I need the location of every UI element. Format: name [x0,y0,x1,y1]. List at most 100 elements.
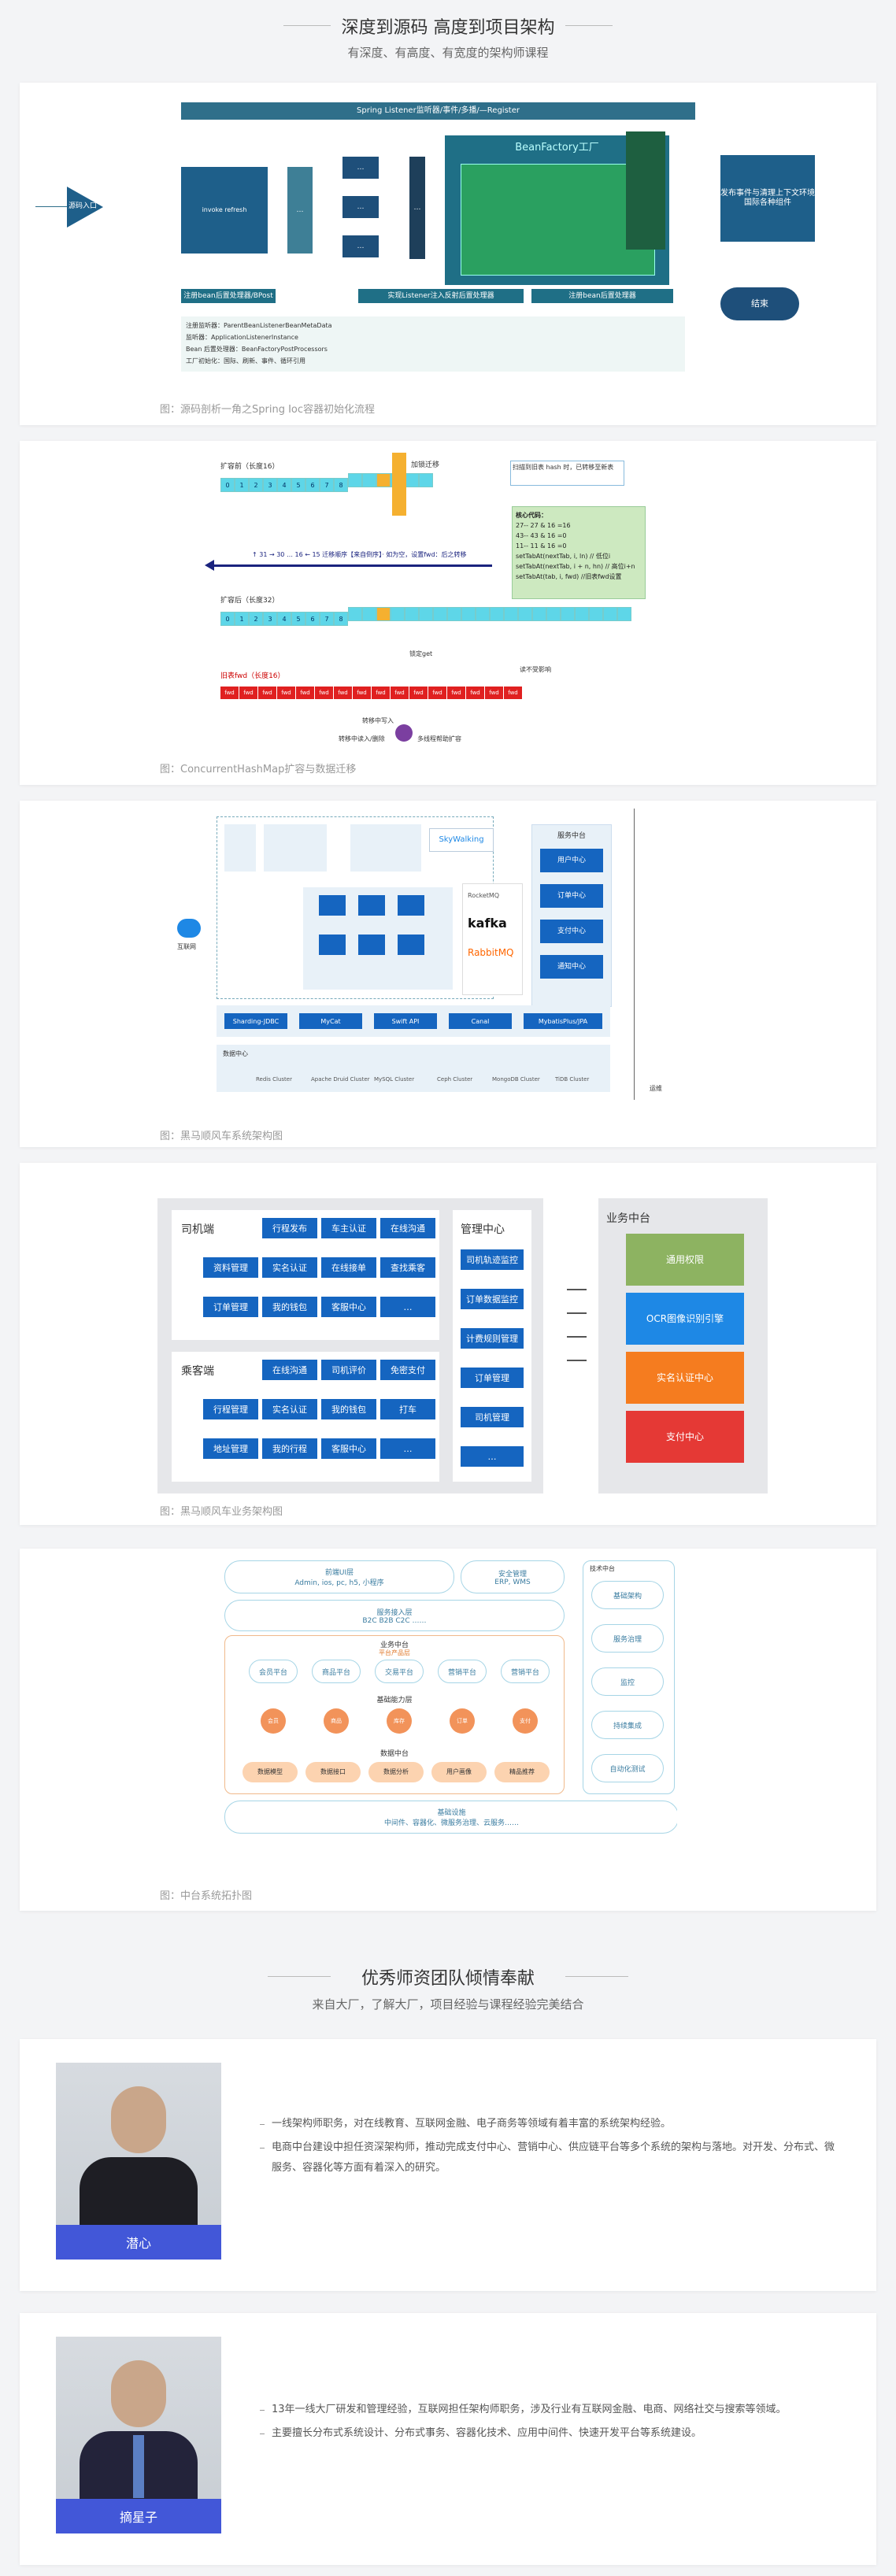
passenger-button[interactable]: 免密支付 [380,1360,435,1380]
core-code-box: 核心代码： 27-- 27 & 16 =16 43-- 43 & 16 =0 1… [512,506,646,599]
title-rule-left [283,25,331,26]
entry-arrow [67,187,103,228]
admin-button[interactable]: 计费规则管理 [461,1328,524,1349]
teacher-bio-line: 电商中台建设中担任资深架构师，推动完成支付中心、营销中心、供应链平台等多个系统的… [272,2141,835,2174]
tech-item: 基础架构 [591,1581,664,1609]
passenger-button[interactable]: 行程管理 [203,1399,258,1419]
driver-button[interactable]: 在线接单 [321,1257,376,1278]
infra-item: Sharding-JDBC [224,1013,287,1029]
driver-button[interactable]: 行程发布 [262,1218,317,1238]
driver-button[interactable]: 订单管理 [203,1297,258,1317]
admin-button[interactable]: 司机管理 [461,1407,524,1427]
data-item: 精品推荐 [494,1762,550,1782]
passenger-button[interactable]: 我的钱包 [321,1399,376,1419]
passenger-button[interactable]: 实名认证 [262,1399,317,1419]
finish-box [626,131,665,250]
driver-button[interactable]: 资料管理 [203,1257,258,1278]
admin-button[interactable]: 订单数据监控 [461,1289,524,1309]
migrate-label: 加锁迁移 [411,461,440,469]
biz-item: 用户中心 [540,849,603,872]
admin-title: 管理中心 [461,1223,505,1236]
passenger-button[interactable]: 地址管理 [203,1438,258,1459]
admin-button[interactable]: 司机轨迹监控 [461,1249,524,1270]
admin-button[interactable]: … [461,1446,524,1467]
service-node [358,895,385,916]
bullet-dash [260,2124,265,2125]
note-line: 工厂初始化：国际、刷新、事件、循环引用 [186,357,305,365]
new-cell: 3 [263,612,277,626]
admin-panel: 管理中心 司机轨迹监控 订单数据监控 计费规则管理 订单管理 司机管理 … [453,1210,531,1482]
platform-item[interactable]: 支付中心 [626,1411,744,1463]
bean-factory-title: BeanFactory工厂 [515,142,599,154]
publish-box: 发布事件与清理上下文环境 国际各种组件 [720,155,815,242]
tech-item: 服务治理 [591,1624,664,1653]
tech-title: 技术中台 [590,1565,615,1572]
new-cell: 5 [291,612,305,626]
teacher-name: 潜心 [56,2225,221,2260]
biz-title: 业务中台 [380,1641,409,1649]
old-cell: 8 [334,478,348,492]
tech-item: 监控 [591,1667,664,1696]
old-table-label: 扩容前（长度16） [220,463,280,471]
title-rule-right [565,25,613,26]
driver-button[interactable]: 在线沟通 [380,1218,435,1238]
driver-button[interactable]: 客服中心 [321,1297,376,1317]
teacher-name: 摘星子 [56,2499,221,2533]
passenger-button[interactable]: 打车 [380,1399,435,1419]
step-2: … [342,196,379,218]
base-title: 基础能力层 [376,1697,413,1704]
passenger-button[interactable]: 在线沟通 [262,1360,317,1380]
business-layer: 业务中台 平台产品层 会员平台 商品平台 交易平台 营销平台 营销平台 基础能力… [224,1635,565,1794]
old-cell: 4 [277,478,291,492]
data-item: 数据分析 [368,1762,424,1782]
new-cell: 8 [334,612,348,626]
write-label: 转移中写入 [362,717,394,724]
platform-item[interactable]: OCR图像识别引擎 [626,1293,744,1345]
platform-item[interactable]: 通用权限 [626,1234,744,1286]
connector-arrow [567,1360,587,1361]
bullet-dash [260,2148,265,2149]
base-item: 支付 [513,1708,538,1734]
driver-button[interactable]: 我的钱包 [262,1297,317,1317]
step-3: … [342,235,379,257]
skywalking-label: SkyWalking [429,828,494,852]
ops-divider [634,809,635,1100]
note-line: 监听器：ApplicationListenerInstance [186,334,298,341]
front-sub: Admin, ios, pc, h5, 小程序 [294,1579,384,1587]
platform-item[interactable]: 实名认证中心 [626,1352,744,1404]
tech-platform: 技术中台 基础架构 服务治理 监控 持续集成 自动化测试 [583,1560,675,1794]
base-item: 库存 [387,1708,412,1734]
lock-get-label: 锁定get [409,650,433,657]
driver-button[interactable]: 车主认证 [321,1218,376,1238]
access-sub: B2C B2B C2C …… [362,1616,427,1625]
passenger-button[interactable]: … [380,1438,435,1459]
platform-panel: 业务中台 通用权限 OCR图像识别引擎 实名认证中心 支付中心 [598,1198,768,1493]
driver-button[interactable]: 实名认证 [262,1257,317,1278]
old-cell: 7 [320,478,334,492]
note-line: Bean 后置处理器：BeanFactoryPostProcessors [186,346,328,353]
admin-button[interactable]: 订单管理 [461,1368,524,1388]
driver-button[interactable]: … [380,1297,435,1317]
registry-box [350,824,421,872]
migrate-arrowhead [205,560,214,571]
section-subtitle: 有深度、有高度、有宽度的架构师课程 [347,46,549,60]
driver-button[interactable]: 查找乘客 [380,1257,435,1278]
passenger-button[interactable]: 客服中心 [321,1438,376,1459]
bean-factory-inner [461,164,655,276]
service-node [319,895,346,916]
biz-item: 支付中心 [540,920,603,943]
old-cell: 0 [220,478,235,492]
new-cell: 2 [249,612,263,626]
business-panel: 司机端 行程发布 车主认证 在线沟通 资料管理 实名认证 在线接单 查找乘客 订… [157,1198,543,1493]
passenger-button[interactable]: 我的行程 [262,1438,317,1459]
tech-item: 自动化测试 [591,1754,664,1782]
section-title: 深度到源码 高度到项目架构 [341,18,555,38]
passenger-button[interactable]: 司机评价 [321,1360,376,1380]
internet-label: 互联网 [177,943,196,950]
code-line: 11-- 11 & 16 =0 [516,542,567,550]
old-cell: 1 [235,478,249,492]
title-rule-left [268,1976,331,1977]
